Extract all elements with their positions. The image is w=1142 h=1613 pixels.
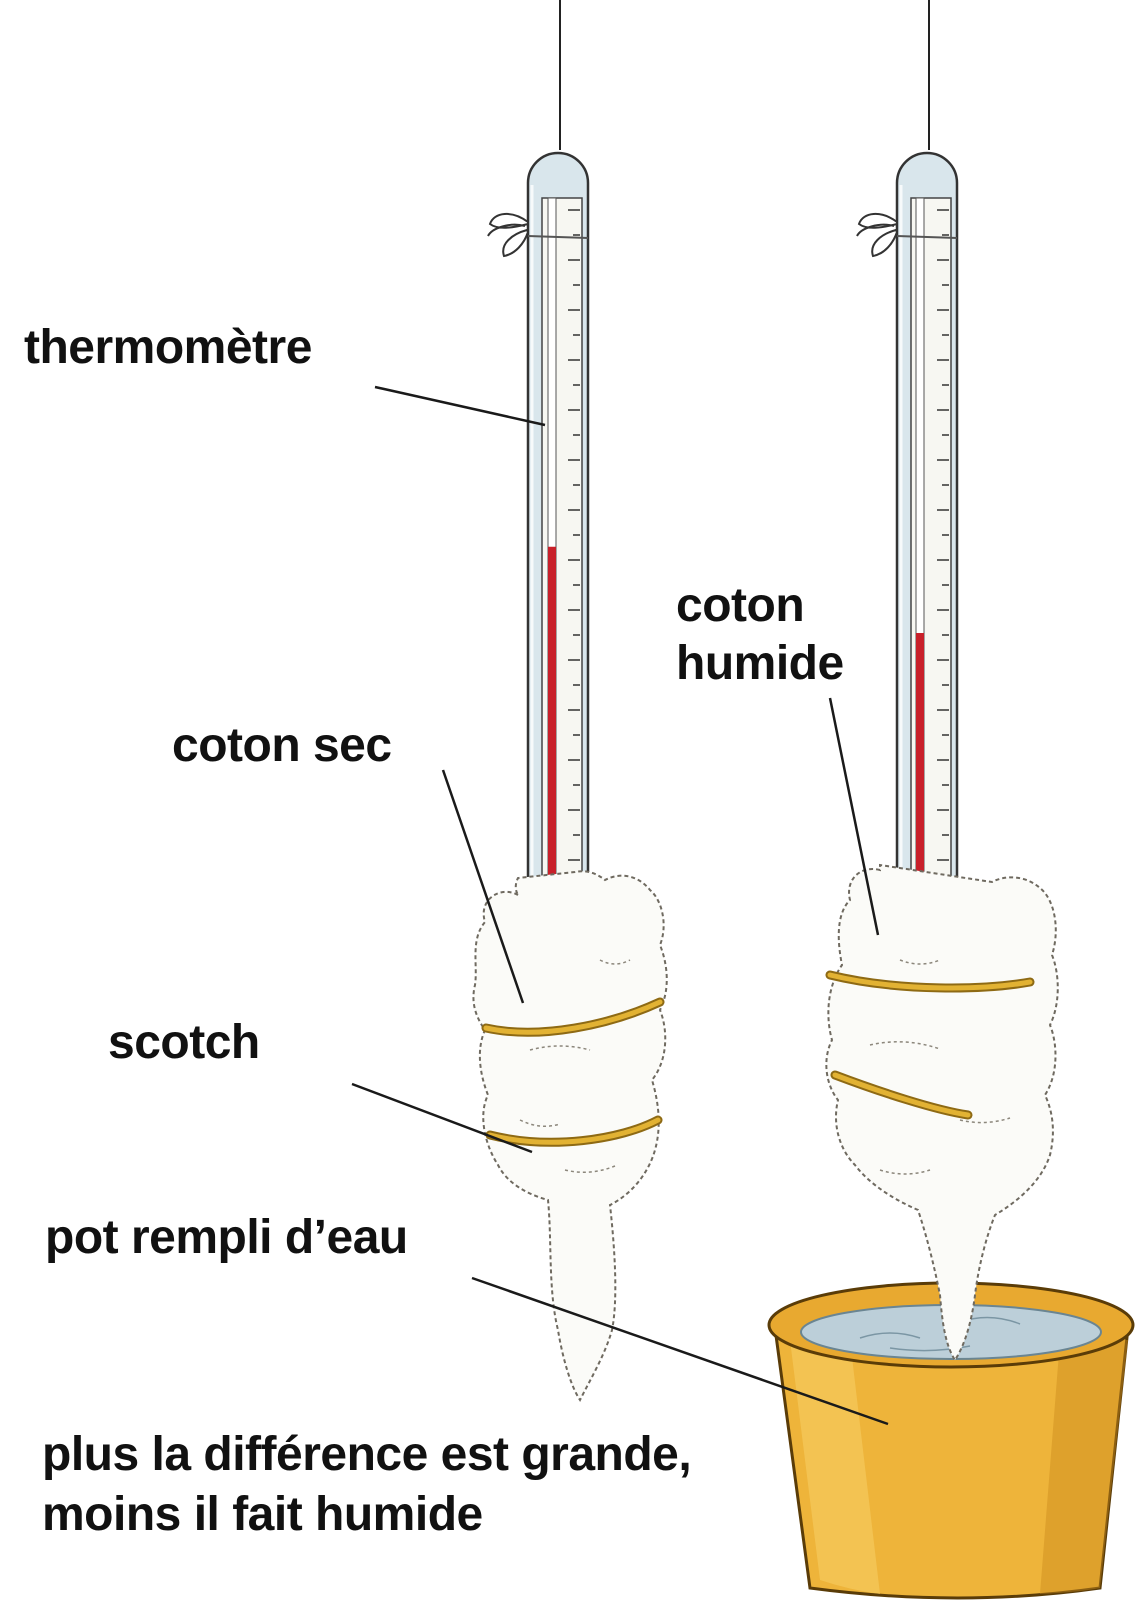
- string-knot-wet: [856, 213, 899, 258]
- leader-line-wet-cotton: [828, 697, 880, 936]
- label-wet-cotton-line1: coton: [676, 579, 805, 632]
- label-wet-cotton: coton humide: [676, 577, 844, 693]
- leader-line-tape: [351, 1082, 533, 1154]
- caption-line1: plus la différence est grande,: [42, 1428, 692, 1481]
- mercury-column-dry: [548, 546, 556, 973]
- water-pot: [767, 1281, 1135, 1600]
- label-wet-cotton-line2: humide: [676, 637, 844, 690]
- leader-line-water-pot: [471, 1276, 889, 1426]
- thermometer-wet-ticks: [937, 209, 949, 936]
- label-dry-cotton: coton sec: [172, 719, 392, 772]
- mercury-column-wet: [916, 633, 924, 948]
- leader-line-thermometer: [374, 385, 546, 427]
- cotton-wet: [825, 863, 1059, 1362]
- caption-line2: moins il fait humide: [42, 1488, 483, 1541]
- label-tape: scotch: [108, 1016, 260, 1069]
- label-thermometer: thermomètre: [24, 321, 312, 374]
- cotton-dry-wad: [472, 870, 668, 1402]
- label-water-pot: pot rempli d’eau: [45, 1211, 408, 1264]
- thermometer-dry: [487, 151, 590, 977]
- cotton-dry: [472, 870, 668, 1402]
- thermometer-wet: [856, 151, 959, 952]
- caption: plus la différence est grande, moins il …: [42, 1425, 692, 1545]
- string-knot-dry: [487, 213, 530, 258]
- leader-line-dry-cotton: [441, 769, 525, 1004]
